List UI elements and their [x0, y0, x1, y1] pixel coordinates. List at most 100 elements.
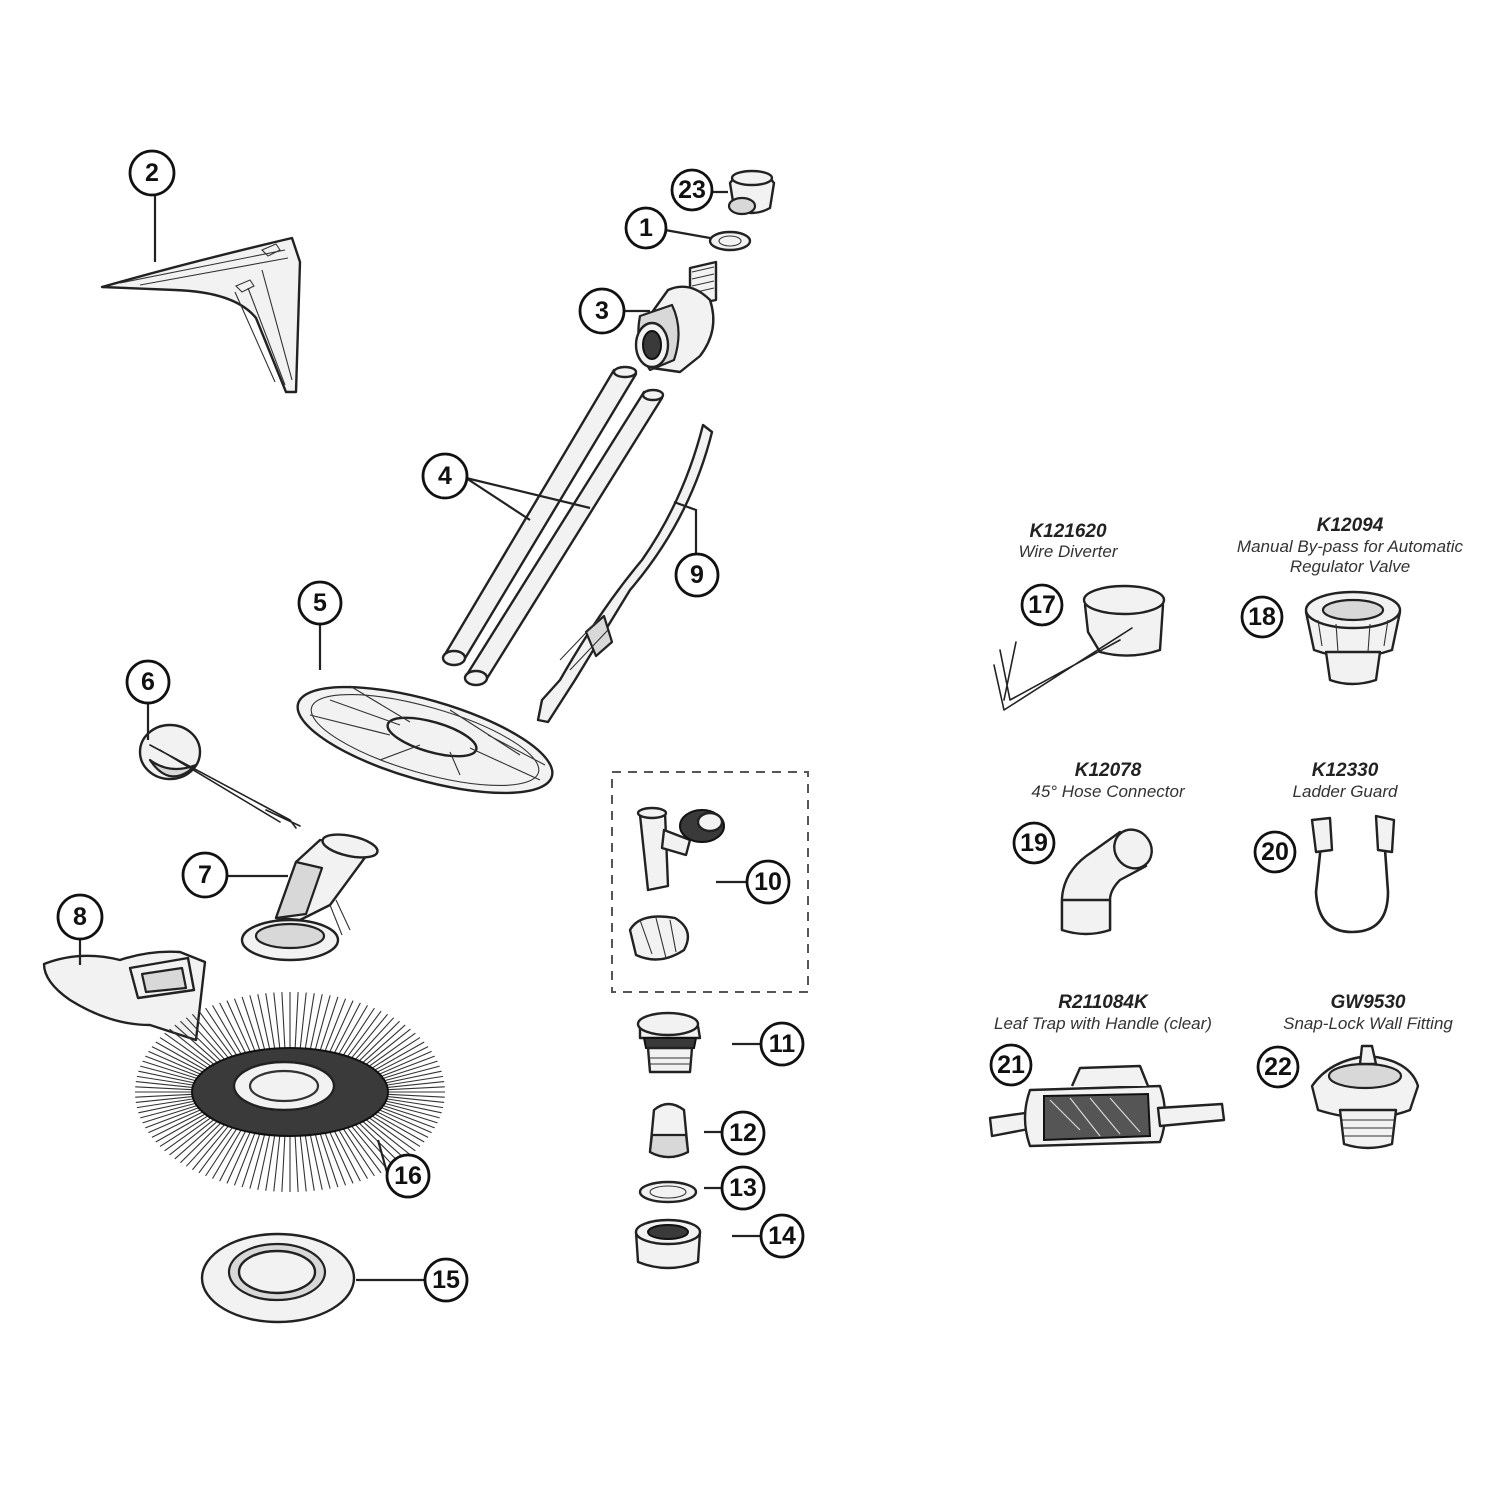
fin-line — [169, 1028, 215, 1065]
fin-line — [355, 1124, 395, 1167]
fin-line — [180, 1122, 222, 1164]
callout-17: 17 — [1020, 583, 1064, 627]
fin-line — [219, 1130, 246, 1182]
fin-line — [159, 1037, 209, 1069]
accessory-20-ladder-guard — [1310, 814, 1396, 934]
fin-line — [379, 1109, 432, 1134]
fin-line — [142, 1105, 197, 1124]
fin-line — [294, 1135, 299, 1192]
fin-line — [273, 992, 281, 1049]
fin-line — [151, 1046, 203, 1073]
callout-23: 23 — [670, 168, 714, 212]
part-13-washer — [638, 1180, 698, 1204]
fin-line — [281, 992, 286, 1049]
fin-line — [226, 1000, 251, 1053]
fin-line — [381, 1107, 435, 1129]
callout-5: 5 — [297, 580, 343, 626]
svg-text:11: 11 — [769, 1030, 796, 1058]
fin-line — [241, 996, 261, 1051]
fin-line — [174, 1121, 218, 1160]
part-12-nut — [648, 1102, 690, 1159]
fin-line — [136, 1098, 194, 1109]
fin-line — [164, 1117, 212, 1152]
svg-text:5: 5 — [313, 589, 327, 617]
callout-20: 20 — [1253, 830, 1297, 874]
fin-line — [138, 1070, 195, 1084]
fin-line — [386, 1075, 444, 1086]
part-description: Leaf Trap with Handle (clear) — [994, 1014, 1212, 1033]
callout-7: 7 — [181, 851, 229, 899]
svg-text:14: 14 — [768, 1222, 796, 1250]
fin-line — [148, 1109, 201, 1134]
fin-line — [138, 1100, 195, 1114]
fin-line — [368, 1032, 416, 1067]
fin-line — [324, 1132, 347, 1186]
fin-line — [241, 1133, 261, 1188]
fin-line — [355, 1017, 395, 1060]
fin-line — [265, 993, 276, 1049]
callout-9: 9 — [674, 552, 720, 598]
fin-line — [387, 1081, 445, 1088]
part-number: K12094 — [1317, 515, 1384, 536]
fin-line — [140, 1102, 196, 1119]
fin-line — [135, 1081, 193, 1088]
fin-line — [135, 1093, 193, 1098]
fin-line — [192, 1013, 229, 1059]
svg-text:21: 21 — [997, 1051, 1025, 1079]
fin-line — [342, 1007, 375, 1056]
fin-line — [257, 1134, 271, 1190]
fin-line — [142, 1060, 197, 1079]
fin-line — [377, 1111, 429, 1138]
svg-text:9: 9 — [690, 561, 704, 589]
fin-line — [309, 1134, 323, 1190]
fin-line — [371, 1037, 421, 1069]
part-7-swivel-body — [240, 833, 379, 962]
fin-line — [386, 1098, 444, 1109]
fin-line — [347, 1127, 382, 1174]
fin-line — [249, 1134, 266, 1189]
callout-13: 13 — [720, 1165, 766, 1211]
label-k121620: K121620 Wire Diverter — [1018, 521, 1118, 561]
fin-line — [314, 995, 331, 1050]
fin-line — [314, 1134, 331, 1189]
svg-text:15: 15 — [432, 1266, 460, 1294]
accessory-22-wall-fitting — [1310, 1044, 1420, 1150]
fin-line — [140, 1065, 196, 1082]
part-4-hose-sections — [441, 365, 665, 687]
part-16-finned-disc — [135, 992, 445, 1192]
svg-text:6: 6 — [141, 668, 155, 696]
part-10-kit — [611, 771, 809, 993]
fin-line — [379, 1050, 432, 1075]
fin-line — [169, 1119, 215, 1156]
fin-line — [219, 1002, 246, 1054]
svg-text:18: 18 — [1248, 603, 1276, 631]
part-11-adapter — [636, 1011, 702, 1074]
svg-text:23: 23 — [678, 176, 706, 204]
fin-line — [351, 1125, 388, 1171]
fin-line — [319, 1133, 339, 1188]
fin-line — [281, 1135, 286, 1192]
fin-line — [299, 1135, 307, 1192]
accessory-19-elbow — [1060, 828, 1153, 936]
fin-line — [338, 1129, 368, 1179]
callout-2: 2 — [128, 149, 176, 197]
fin-line — [155, 1113, 206, 1143]
part-description: Wire Diverter — [1018, 542, 1118, 561]
fin-line — [185, 1124, 225, 1167]
fin-line — [338, 1005, 368, 1055]
fin-line — [233, 998, 256, 1052]
fin-line — [265, 1135, 276, 1191]
part-number: K121620 — [1029, 521, 1107, 542]
callout-21: 21 — [989, 1043, 1033, 1087]
fin-line — [294, 992, 299, 1049]
fin-line — [180, 1020, 222, 1062]
part-8-cover — [42, 950, 207, 1042]
part-number: GW9530 — [1331, 992, 1406, 1013]
fin-line — [362, 1024, 406, 1063]
svg-text:1: 1 — [639, 214, 653, 242]
callout-12: 12 — [720, 1110, 766, 1156]
fin-line — [334, 1130, 361, 1182]
fin-line — [365, 1028, 411, 1065]
fin-line — [135, 1096, 193, 1103]
